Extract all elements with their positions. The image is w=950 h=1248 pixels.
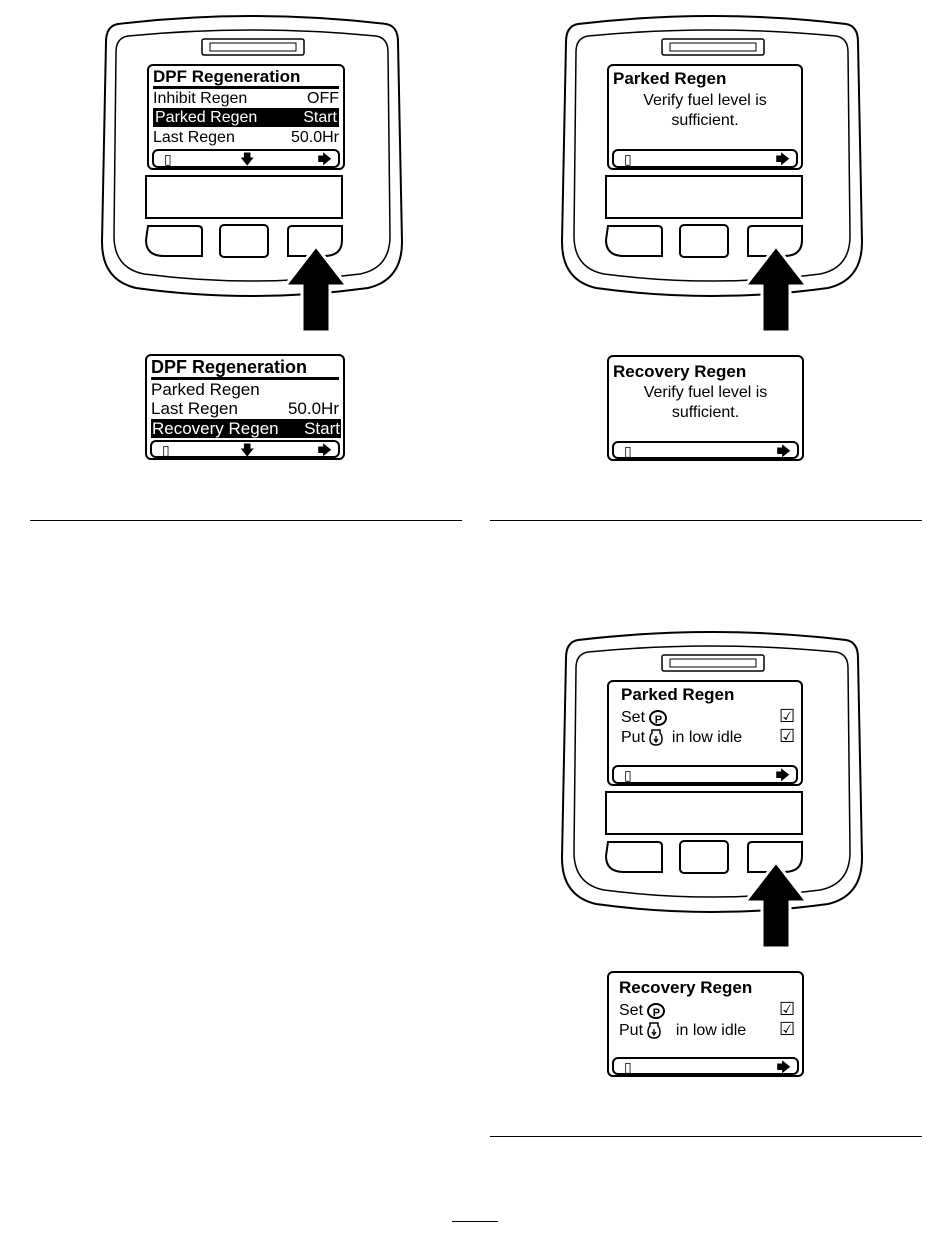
checkbox-checked-icon: ☑: [779, 999, 796, 1019]
section-divider: [490, 520, 922, 521]
menu-item-label: Last Regen: [151, 399, 238, 418]
menu-item-value: 50.0Hr: [287, 399, 339, 418]
exit-door-icon[interactable]: ▯: [162, 442, 170, 458]
menu-item-label: Last Regen: [153, 129, 235, 146]
menu-item-label: Recovery Regen: [152, 419, 279, 438]
exit-door-icon[interactable]: ▯: [624, 151, 632, 167]
checklist-item-set-brake: Set P: [619, 1001, 798, 1020]
menu-item-value: Start: [304, 419, 340, 438]
checklist-item-set-brake: Set P: [621, 708, 797, 727]
exit-door-icon[interactable]: ▯: [624, 443, 632, 459]
screen-title: Recovery Regen: [619, 978, 753, 997]
menu-item-inhibit-regen[interactable]: Inhibit Regen OFF: [153, 89, 339, 108]
throttle-icon: [649, 729, 664, 747]
checklist-label: Set: [619, 1002, 644, 1019]
checklist-label: in low idle: [675, 1022, 747, 1039]
softkey-bar: ▯ 🡇 🡆: [152, 149, 340, 168]
menu-item-recovery-regen[interactable]: Recovery Regen Start: [151, 419, 341, 438]
checklist-item-low-idle: Put in low idle: [619, 1021, 798, 1040]
checklist-label: Put: [619, 1022, 644, 1039]
press-arrow-icon: [285, 246, 347, 332]
exit-door-icon[interactable]: ▯: [624, 1059, 632, 1075]
checklist-label: Put: [621, 729, 646, 746]
menu-item-parked-regen[interactable]: Parked Regen Start: [153, 108, 339, 127]
screen-title: Parked Regen: [621, 685, 735, 704]
menu-item-value: 50.0Hr: [290, 129, 339, 146]
softkey-bar: ▯ 🡆: [612, 765, 798, 784]
right-arrow-icon[interactable]: 🡆: [775, 151, 790, 167]
softkey-bar: ▯ 🡆: [612, 1057, 799, 1075]
right-arrow-icon[interactable]: 🡆: [776, 1059, 791, 1075]
softkey-bar: ▯ 🡆: [612, 149, 798, 168]
section-divider: [490, 1136, 922, 1137]
menu-item-last-regen[interactable]: Last Regen 50.0Hr: [151, 399, 339, 418]
menu-item-label: Parked Regen: [155, 109, 258, 126]
press-arrow-icon: [745, 246, 807, 332]
parking-brake-icon: P: [647, 1002, 666, 1019]
throttle-icon: [647, 1022, 662, 1040]
exit-door-icon[interactable]: ▯: [624, 767, 632, 783]
message-line: Verify fuel level is: [643, 384, 768, 401]
lcd-screen-recovery-regen-fuel: Recovery Regen Verify fuel level is suff…: [607, 355, 804, 461]
screen-title: DPF Regeneration: [153, 67, 339, 89]
lcd-screen-dpf-menu-scrolled: DPF Regeneration Parked Regen Last Regen…: [145, 354, 345, 460]
menu-item-value: Start: [303, 109, 337, 126]
message-line: sufficient.: [671, 404, 740, 421]
exit-door-icon[interactable]: ▯: [164, 151, 172, 167]
checklist-label: Set: [621, 709, 646, 726]
menu-item-value: OFF: [307, 90, 339, 107]
screen-title: Recovery Regen: [613, 362, 747, 381]
menu-item-label: Inhibit Regen: [153, 90, 248, 107]
down-arrow-icon[interactable]: 🡇: [240, 151, 255, 167]
page-number-underline: [452, 1221, 498, 1222]
parking-brake-icon: P: [649, 709, 668, 726]
checkbox-checked-icon: ☑: [779, 706, 796, 726]
lcd-screen-parked-regen-fuel: Parked Regen Verify fuel level is suffic…: [607, 64, 803, 170]
right-arrow-icon[interactable]: 🡆: [775, 767, 790, 783]
right-arrow-icon[interactable]: 🡆: [317, 442, 332, 458]
lcd-screen-dpf-menu: DPF Regeneration Inhibit Regen OFF Parke…: [147, 64, 345, 170]
menu-item-label: Parked Regen: [151, 380, 260, 399]
section-divider: [30, 520, 462, 521]
message-line: sufficient.: [671, 112, 739, 129]
right-arrow-icon[interactable]: 🡆: [776, 443, 791, 459]
right-arrow-icon[interactable]: 🡆: [317, 151, 332, 167]
softkey-bar: ▯ 🡇 🡆: [150, 440, 340, 458]
message-line: Verify fuel level is: [643, 92, 767, 109]
checkbox-checked-icon: ☑: [779, 726, 796, 746]
softkey-bar: ▯ 🡆: [612, 441, 799, 459]
down-arrow-icon[interactable]: 🡇: [240, 442, 255, 458]
lcd-screen-recovery-regen-checklist: Recovery Regen Set P ☑ Put in low idle ☑…: [607, 971, 804, 1077]
checklist-label: in low idle: [671, 729, 743, 746]
checklist-item-low-idle: Put in low idle: [621, 728, 797, 747]
press-arrow-icon: [745, 862, 807, 948]
screen-title: DPF Regeneration: [151, 357, 339, 380]
checkbox-checked-icon: ☑: [779, 1019, 796, 1039]
lcd-screen-parked-regen-checklist: Parked Regen Set P ☑ Put in low idle ☑ ▯…: [607, 680, 803, 786]
menu-item-parked-regen[interactable]: Parked Regen: [151, 380, 339, 399]
menu-item-last-regen[interactable]: Last Regen 50.0Hr: [153, 128, 339, 147]
screen-title: Parked Regen: [613, 69, 727, 88]
